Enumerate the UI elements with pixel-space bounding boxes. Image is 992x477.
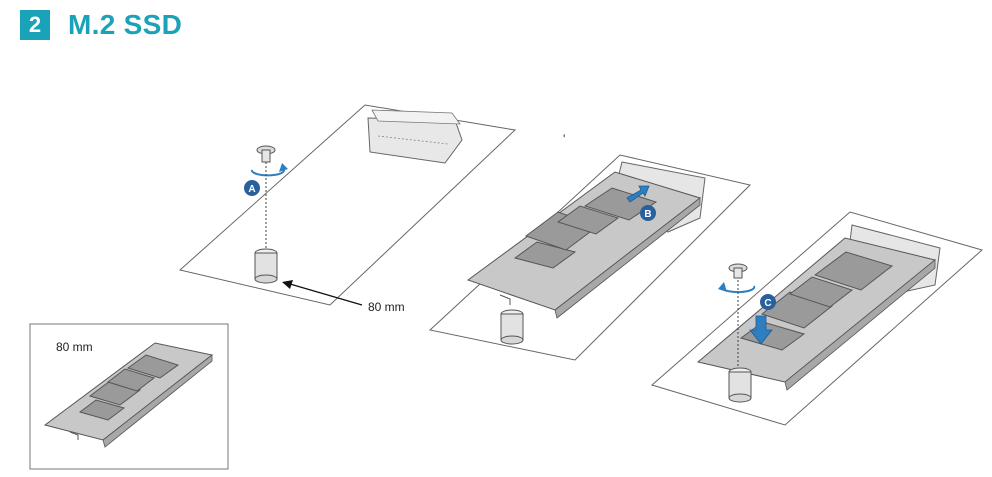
chip [556, 205, 620, 235]
svg-text:': ' [563, 132, 565, 146]
step-number-badge: 2 [20, 10, 50, 40]
marker-b-label: B [644, 209, 651, 220]
step-c-panel: C [650, 211, 984, 426]
standoff-icon [728, 367, 752, 403]
chip [126, 354, 180, 379]
marker-c-label: C [764, 298, 771, 309]
insert-arrow-icon [626, 185, 650, 203]
nand-chips-b [513, 187, 658, 269]
chip [106, 368, 156, 392]
step-b-panel: B ' [428, 132, 751, 361]
chip [583, 187, 658, 221]
rotate-arrow-icon [718, 282, 756, 294]
chip [78, 399, 126, 421]
marker-a-label: A [248, 184, 255, 195]
length-arrow [282, 280, 363, 306]
standoff-icon [254, 248, 278, 284]
step-marker-b: B [640, 205, 656, 221]
rotate-arrow-icon [250, 163, 288, 177]
screw-icon [256, 145, 276, 163]
chip [513, 241, 577, 269]
inset-panel: 80 mm [29, 323, 229, 470]
chip [813, 251, 894, 291]
step-marker-a: A [244, 180, 260, 196]
inset-length-label: 80 mm [56, 340, 93, 354]
step-header: 2 M.2 SSD [20, 9, 183, 40]
standoff-icon [500, 309, 524, 345]
press-down-arrow-icon [749, 315, 773, 345]
chip [788, 276, 854, 308]
motherboard-plate-a [178, 104, 517, 306]
m2-connector-a [367, 109, 463, 164]
screw-icon [728, 263, 748, 279]
nand-chips-inset [78, 354, 180, 421]
length-arrow-label: 80 mm [368, 300, 405, 314]
page-title: M.2 SSD [68, 9, 183, 40]
step-marker-c: C [760, 294, 776, 310]
step-a-panel: A 80 mm [178, 104, 517, 314]
